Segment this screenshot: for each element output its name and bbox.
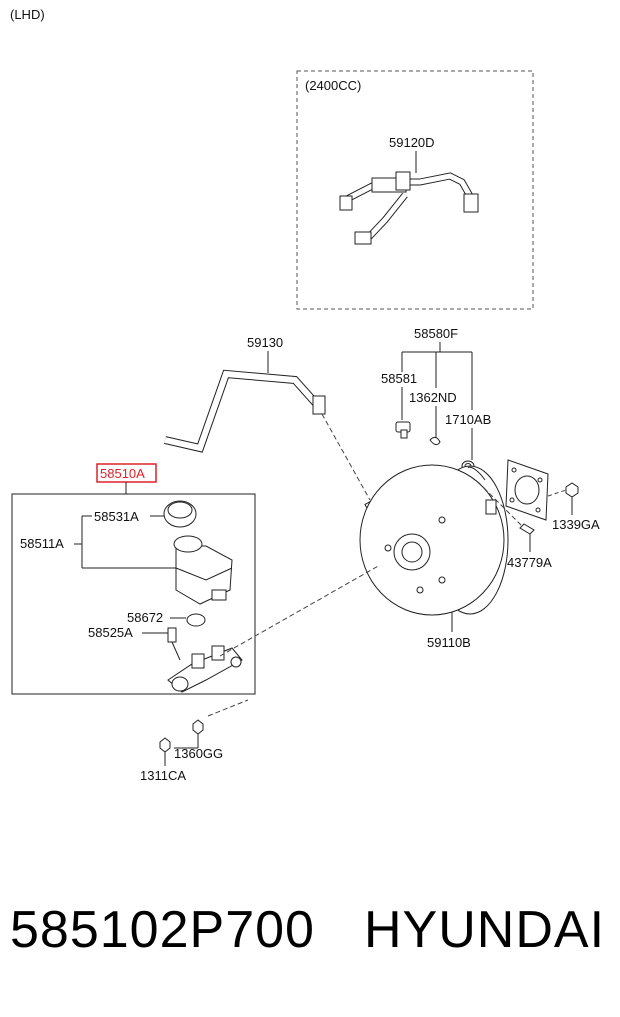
label-58510A[interactable]: 58510A (100, 466, 145, 481)
label-1362ND[interactable]: 1362ND (409, 390, 457, 405)
label-59120D[interactable]: 59120D (389, 135, 435, 150)
bottom-nuts-drawing (159, 719, 204, 753)
label-1360GG[interactable]: 1360GG (174, 746, 223, 761)
part-number: 585102P700 (10, 901, 315, 959)
dash-master-nut (207, 699, 249, 717)
label-43779A[interactable]: 43779A (507, 555, 552, 570)
label-59130[interactable]: 59130 (247, 335, 283, 350)
gasket-drawing (505, 459, 579, 535)
label-58531A[interactable]: 58531A (94, 509, 139, 524)
vacuum-hose-drawing (164, 369, 386, 520)
label-58511A[interactable]: 58511A (20, 536, 64, 551)
label-58672[interactable]: 58672 (127, 610, 163, 625)
variant-label: (LHD) (10, 7, 45, 22)
dash-master-booster (219, 564, 381, 657)
small-parts-drawing (395, 421, 475, 472)
inset-box (296, 70, 534, 310)
label-1311CA[interactable]: 1311CA (140, 768, 186, 783)
assembly-box (11, 493, 256, 695)
vacuum-hose-inset-drawing (339, 171, 479, 245)
master-cylinder-drawing (167, 613, 243, 693)
dash-gasket (477, 481, 523, 527)
dash-nut (547, 489, 567, 497)
label-58580F[interactable]: 58580F (414, 326, 458, 341)
label-1339GA[interactable]: 1339GA (552, 517, 600, 532)
leader-58511A (74, 515, 176, 569)
label-59110B[interactable]: 59110B (427, 635, 471, 650)
label-58581[interactable]: 58581 (381, 371, 417, 386)
leader-58580F (401, 342, 473, 410)
brand-name: HYUNDAI (364, 901, 606, 959)
label-1710AB[interactable]: 1710AB (445, 412, 491, 427)
brake-booster-drawing (359, 464, 509, 616)
reservoir-drawing (163, 500, 233, 605)
inset-title: (2400CC) (305, 78, 361, 93)
label-58525A[interactable]: 58525A (88, 625, 133, 640)
